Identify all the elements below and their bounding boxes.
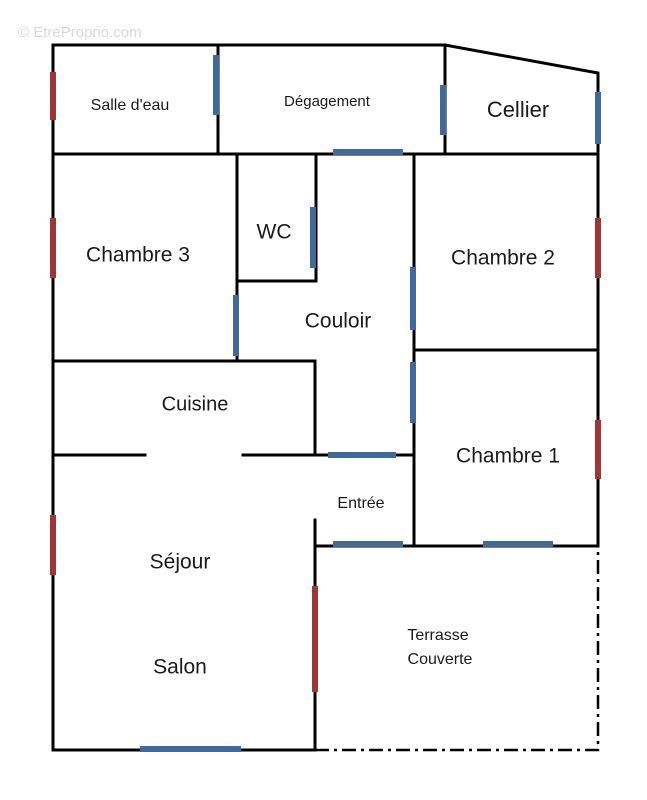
outer-wall: [51, 43, 600, 548]
blue-openings: [140, 55, 601, 752]
label-chambre-2: Chambre 2: [451, 247, 555, 270]
label-salon: Salon: [153, 656, 207, 679]
walls: [51, 43, 600, 752]
red-openings: [50, 72, 601, 692]
label-entree: Entrée: [337, 495, 384, 512]
label-sejour: Séjour: [150, 551, 211, 574]
label-wc: WC: [257, 221, 292, 244]
label-couverte: Couverte: [408, 651, 473, 668]
label-chambre-1: Chambre 1: [456, 445, 560, 468]
watermark: © EtreProprio.com: [18, 24, 142, 41]
terrace-outline: [315, 546, 600, 752]
label-couloir: Couloir: [305, 310, 372, 333]
label-terrasse: Terrasse: [407, 627, 468, 644]
label-cuisine: Cuisine: [162, 393, 229, 415]
label-degagement: Dégagement: [284, 93, 371, 110]
label-chambre-3: Chambre 3: [86, 244, 190, 267]
label-cellier: Cellier: [487, 97, 549, 122]
room-labels: Salle d'eau Dégagement Cellier WC Chambr…: [86, 93, 560, 679]
label-salle-deau: Salle d'eau: [91, 97, 170, 114]
